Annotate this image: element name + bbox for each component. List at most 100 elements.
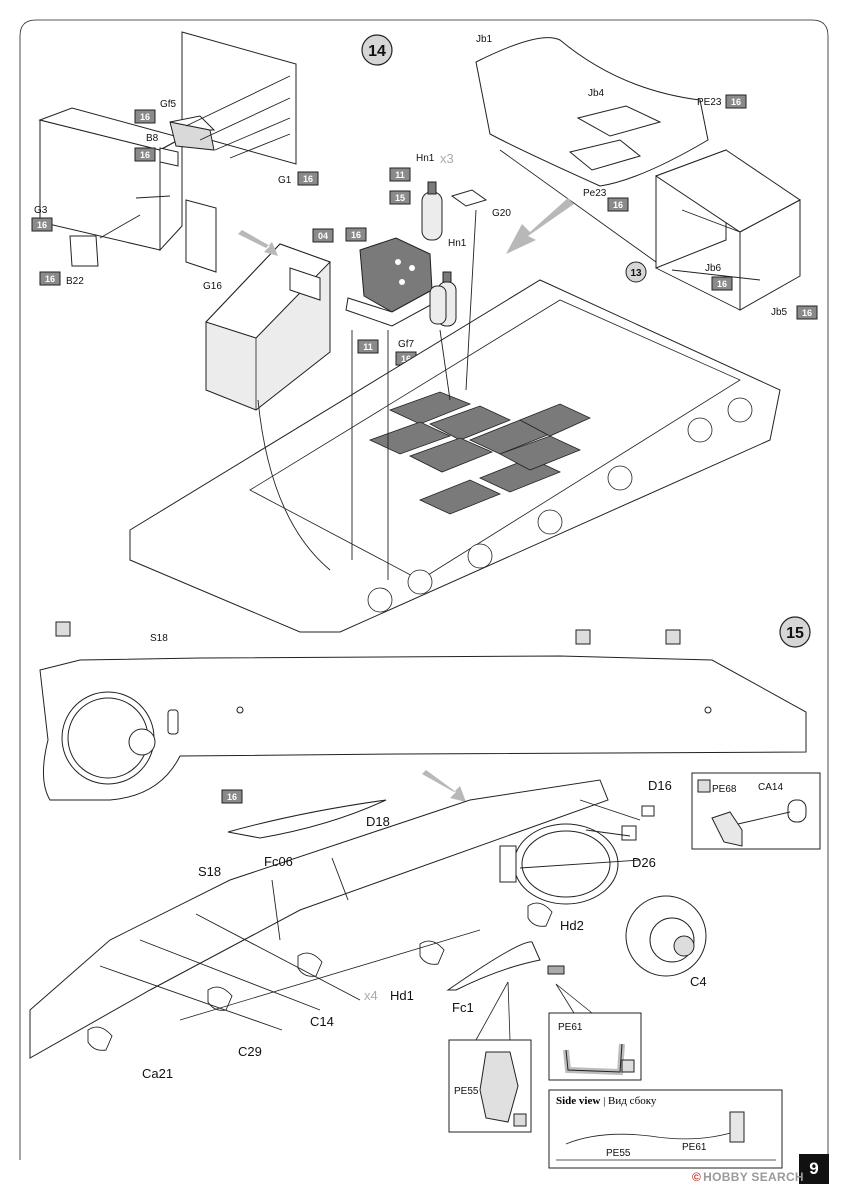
- label-PE61: PE61: [682, 1142, 707, 1153]
- direction-arrow: [238, 230, 278, 256]
- inset-side-view: [548, 1089, 783, 1169]
- direction-arrow: [506, 198, 574, 254]
- label-D26: D26: [632, 855, 656, 870]
- step-14-number: 14: [368, 43, 386, 60]
- svg-text:16: 16: [802, 308, 812, 318]
- sprocket-C4: [625, 895, 707, 977]
- side-plate-S18-top: [39, 621, 807, 801]
- bracket-G20: [450, 189, 488, 207]
- paint-chip-11: 11: [357, 339, 379, 354]
- svg-text:16: 16: [613, 200, 623, 210]
- label-G20: G20: [492, 208, 511, 219]
- inset-PE68: [691, 772, 821, 850]
- label-Gf7: Gf7: [398, 339, 415, 350]
- paint-chip-16: 16: [31, 217, 53, 232]
- paint-chip-16: 16: [221, 789, 243, 804]
- watermark-symbol: ©: [692, 1170, 702, 1184]
- svg-text:16: 16: [731, 97, 741, 107]
- label-Hd2: Hd2: [560, 918, 584, 933]
- svg-text:16: 16: [45, 274, 55, 284]
- svg-text:16: 16: [401, 354, 411, 364]
- label-Fc06: Fc06: [264, 854, 293, 869]
- paint-chip-16: 16: [796, 305, 818, 320]
- label-PE55: PE55: [606, 1148, 631, 1159]
- label-Hn1: Hn1: [448, 238, 467, 249]
- step-15: 15 S18 16: [29, 616, 821, 1169]
- step-15-number: 15: [786, 625, 804, 642]
- paint-chip-16: 16: [297, 171, 319, 186]
- hull-floor: [129, 209, 781, 633]
- paint-chip-16: 16: [345, 227, 367, 242]
- svg-text:16: 16: [351, 230, 361, 240]
- label-Gf5: Gf5: [160, 99, 177, 110]
- paint-chip-11: 11: [389, 167, 411, 182]
- gas-bottle: [429, 285, 447, 325]
- label-PE23: PE23: [697, 97, 722, 108]
- label-Hn1: Hn1: [416, 153, 435, 164]
- paint-chip-15: 15: [389, 190, 411, 205]
- label-PE55: PE55: [454, 1086, 479, 1097]
- label-D16: D16: [648, 778, 672, 793]
- radio-box-04: [205, 243, 331, 411]
- step-15-badge: [779, 616, 811, 648]
- label-Pe23: Pe23: [583, 188, 607, 199]
- stowage-frame: [475, 37, 801, 311]
- svg-text:16: 16: [37, 220, 47, 230]
- svg-text:11: 11: [363, 342, 373, 352]
- ref-step-13-number: 13: [630, 268, 642, 279]
- label-S18: S18: [198, 864, 221, 879]
- paint-chip-16: 16: [711, 276, 733, 291]
- label-Jb4: Jb4: [588, 88, 605, 99]
- label-Jb5: Jb5: [771, 307, 788, 318]
- paint-chip-16: 16: [39, 271, 61, 286]
- commander-seat: [345, 237, 437, 327]
- label-B22: B22: [66, 276, 84, 287]
- label-PE61: PE61: [558, 1022, 583, 1033]
- side-plate-S18-lower: [29, 779, 707, 1059]
- paint-chip-16: 16: [607, 197, 629, 212]
- svg-text:15: 15: [395, 193, 405, 203]
- label-S18: S18: [150, 633, 168, 644]
- svg-text:16: 16: [140, 150, 150, 160]
- label-G3: G3: [34, 205, 48, 216]
- direction-arrow: [422, 770, 466, 802]
- svg-text:04: 04: [318, 231, 328, 241]
- side-view-title: Side view | Вид сбоку: [556, 1095, 657, 1107]
- label-x3: x3: [440, 151, 454, 166]
- svg-text:16: 16: [227, 792, 237, 802]
- label-Ca21: Ca21: [142, 1066, 173, 1081]
- label-PE68: PE68: [712, 784, 737, 795]
- ref-step-13: [625, 261, 647, 283]
- page-number: 9: [799, 1154, 829, 1184]
- svg-text:16: 16: [140, 112, 150, 122]
- step-14: 14 Gf5 B8 G3 G1 G16 B22 16 16 16: [31, 31, 818, 633]
- label-C29: C29: [238, 1044, 262, 1059]
- label-G16: G16: [203, 281, 222, 292]
- label-CA14: CA14: [758, 782, 783, 793]
- inset-PE55: [448, 981, 532, 1133]
- label-x4: x4: [364, 988, 378, 1003]
- paint-chip-04: 04: [312, 228, 334, 243]
- svg-text:16: 16: [303, 174, 313, 184]
- label-Hd1: Hd1: [390, 988, 414, 1003]
- page-frame: [19, 19, 829, 1160]
- label-G1: G1: [278, 175, 292, 186]
- watermark: ©HOBBY SEARCH: [692, 1170, 804, 1184]
- paint-chip-16: 16: [725, 94, 747, 109]
- step-14-badge: [361, 34, 393, 66]
- paint-chip-16: 16: [134, 109, 156, 124]
- gas-bottle: [421, 181, 443, 241]
- label-Fc1: Fc1: [452, 1000, 474, 1015]
- label-B8: B8: [146, 133, 159, 144]
- svg-text:16: 16: [717, 279, 727, 289]
- label-C4: C4: [690, 974, 707, 989]
- inset-PE61: [548, 983, 642, 1081]
- label-Jb1: Jb1: [476, 34, 493, 45]
- label-C14: C14: [310, 1014, 334, 1029]
- label-Jb6: Jb6: [705, 263, 722, 274]
- watermark-text: HOBBY SEARCH: [703, 1170, 804, 1184]
- label-D18: D18: [366, 814, 390, 829]
- paint-chip-16: 16: [134, 147, 156, 162]
- svg-text:11: 11: [395, 170, 405, 180]
